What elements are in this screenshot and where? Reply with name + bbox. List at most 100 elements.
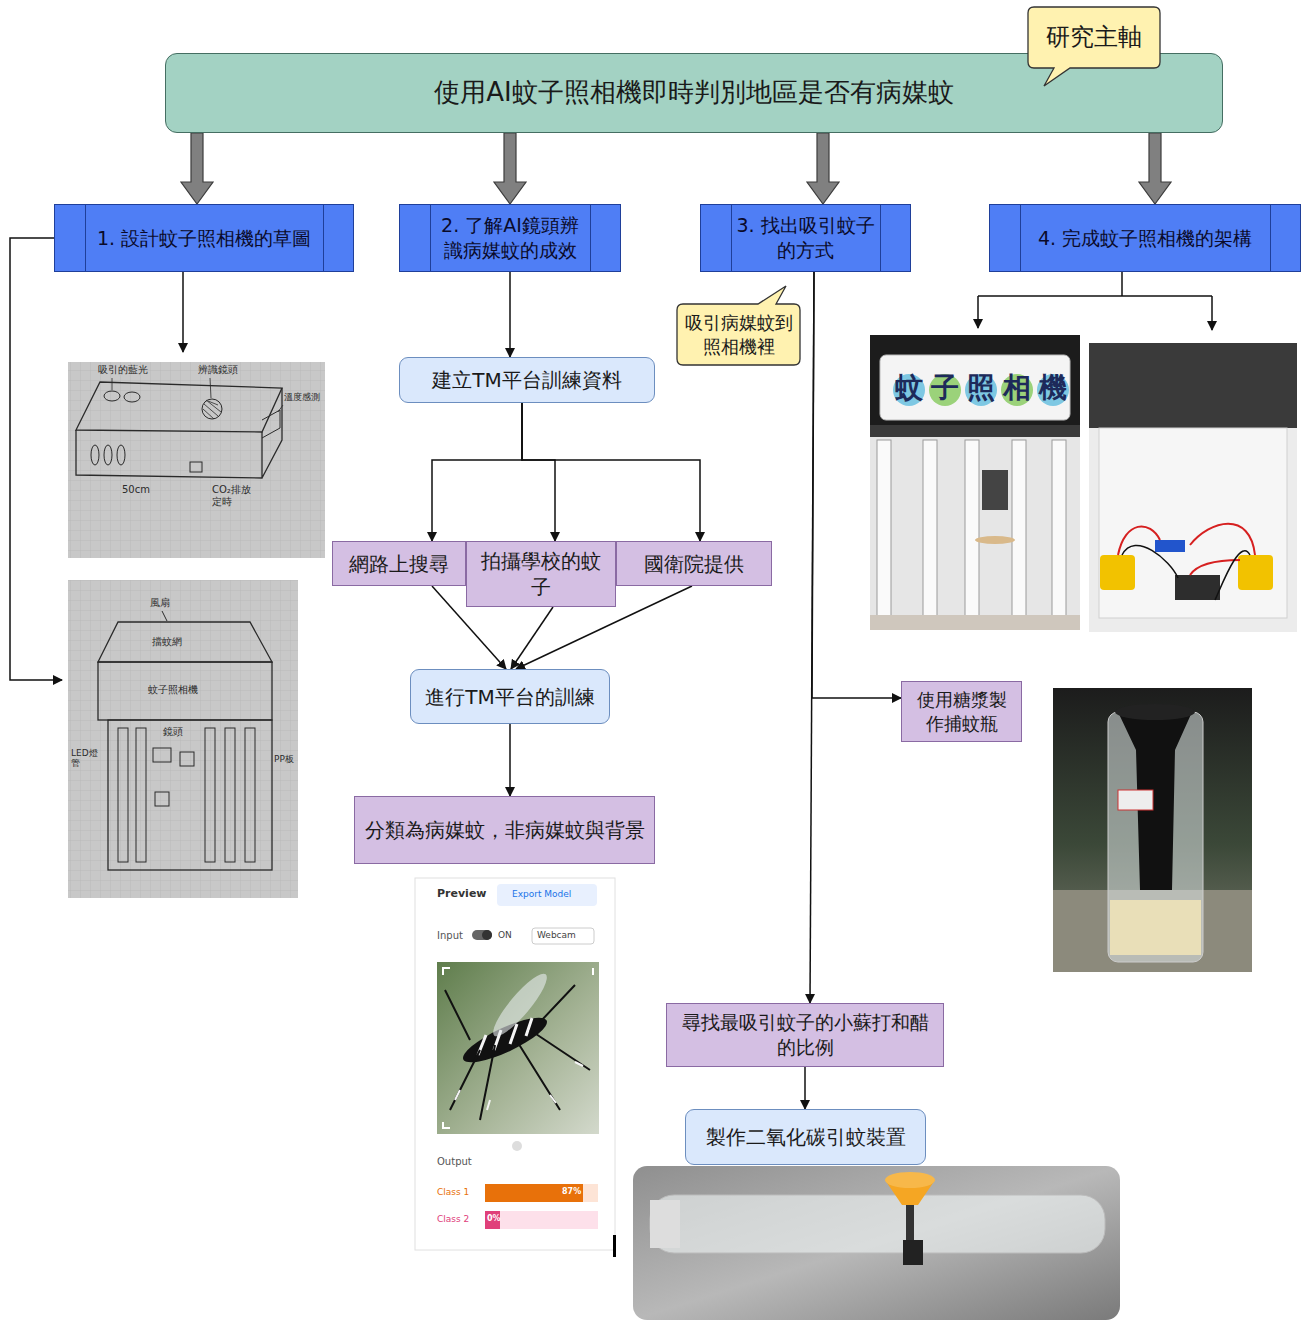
teachable-machine-screenshot-part	[485, 1184, 583, 1202]
annotation-label: 50cm	[122, 484, 150, 496]
teachable-machine-screenshot-part	[455, 1062, 583, 1110]
annotation-label: PP板	[274, 754, 294, 764]
annotation-label: Webcam	[537, 930, 576, 940]
teachable-machine-screenshot-part	[485, 1211, 598, 1229]
sketch-drawing-part	[205, 728, 215, 862]
step-box: 製作二氧化碳引蚊裝置	[685, 1109, 926, 1165]
sketch-drawing-part	[91, 445, 99, 465]
callout-outline	[677, 286, 800, 365]
inside-photo-part	[1118, 524, 1255, 575]
annotation-label: 鏡頭	[163, 726, 183, 738]
inside-photo	[1089, 343, 1297, 632]
node-text: 拍攝學校的蚊子	[473, 548, 609, 600]
sketch-drawing-part	[76, 388, 282, 478]
annotation-label: 辨識鏡頭	[198, 364, 238, 376]
inside-photo-part	[1238, 555, 1273, 590]
callout-bubble: 吸引病媒蚊到照相機裡	[677, 304, 800, 365]
jar-photo-part	[1053, 688, 1252, 972]
inside-photo-part	[1155, 540, 1185, 552]
node-text: 網路上搜尋	[349, 551, 449, 577]
annotation-label: Preview	[437, 888, 487, 901]
annotation-label: 風扇	[150, 597, 170, 609]
annotation-label: Export Model	[512, 889, 571, 899]
block-arrow	[494, 133, 526, 204]
step-box: 進行TM平台的訓練	[410, 669, 610, 724]
sketch-drawing-part	[104, 445, 112, 465]
result-box: 尋找最吸引蚊子的小蘇打和醋的比例	[666, 1003, 944, 1067]
camera-photo-part	[982, 470, 1008, 510]
flow-arrow	[810, 272, 814, 1003]
annotation-label: 蚊子照相機	[148, 684, 198, 696]
camera-photo-part	[870, 615, 1080, 630]
teachable-machine-screenshot-part	[532, 928, 594, 944]
node-text: 使用糖漿製作捕蚊瓶	[908, 688, 1015, 735]
co2-device-photo	[633, 1166, 1120, 1320]
sketch-drawing-part	[155, 792, 169, 806]
node-text: 分類為病媒蚊，非病媒蚊與背景	[365, 817, 645, 843]
sketch-drawing-part	[136, 728, 146, 862]
jar-photo-part	[1108, 712, 1203, 962]
result-box: 網路上搜尋	[332, 541, 466, 586]
leader-lines-part	[978, 295, 1212, 297]
leader-lines-part	[1211, 296, 1213, 330]
block-arrow	[807, 133, 839, 204]
process-side-bar	[731, 205, 732, 271]
annotation-label: 蚊子照相機	[895, 372, 1075, 404]
process-side-bar	[590, 205, 591, 271]
step-box: 建立TM平台訓練資料	[399, 357, 655, 403]
sketch-drawing-part	[68, 362, 325, 558]
co2-device-photo-part	[650, 1200, 680, 1248]
sketch-drawing-part	[262, 410, 280, 438]
annotation-label: 87%	[562, 1187, 581, 1196]
sketch-drawing-part	[153, 748, 171, 762]
sketch-drawing-part	[124, 392, 140, 402]
jar-photo	[1053, 688, 1252, 972]
callout-outline	[1028, 7, 1160, 86]
camera-photo-part	[877, 440, 891, 618]
teachable-machine-screenshot-part	[487, 968, 554, 1042]
process-box: 3. 找出吸引蚊子的方式	[700, 204, 911, 272]
co2-device-photo-part	[633, 1166, 1120, 1320]
jar-photo-part	[1118, 790, 1153, 810]
annotation-label: 0%	[487, 1214, 501, 1223]
camera-photo-part	[1052, 440, 1066, 618]
teachable-machine-screenshot-part	[497, 884, 597, 906]
annotation-label: LED燈管	[71, 748, 103, 769]
sketch-drawing-part	[76, 382, 282, 432]
sketch-drawing-part	[203, 400, 221, 419]
process-box: 4. 完成蚊子照相機的架構	[989, 204, 1301, 272]
process-side-bar	[323, 205, 324, 271]
node-text: 研究主軸	[1046, 22, 1142, 53]
camera-photo-part	[870, 335, 1080, 630]
sketch-drawing-part	[68, 580, 298, 898]
leader-lines	[10, 238, 1212, 680]
sketch-drawing	[68, 580, 298, 898]
callout-bubble: 研究主軸	[1028, 7, 1160, 68]
co2-device-photo-part	[650, 1195, 1105, 1253]
co2-device-photo-part	[885, 1172, 935, 1188]
flow-arrow	[509, 272, 511, 357]
node-text: 國衛院提供	[644, 551, 744, 577]
teachable-machine-screenshot-part	[485, 1184, 598, 1202]
node-text: 建立TM平台訓練資料	[432, 367, 621, 393]
process-side-bar	[880, 205, 881, 271]
flow-arrow	[511, 607, 553, 669]
teachable-machine-screenshot-part	[482, 930, 492, 940]
sketch-drawing-part	[162, 611, 167, 621]
inside-photo-part	[1089, 343, 1297, 428]
co2-device-photo-part	[903, 1240, 923, 1265]
leader-lines-part	[182, 272, 184, 352]
sketch-drawing-part	[245, 728, 255, 862]
flow-arrow	[804, 1067, 806, 1109]
node-text: 2. 了解AI鏡頭辨識病媒蚊的成效	[434, 213, 586, 262]
flow-arrow	[522, 403, 700, 541]
camera-photo-part	[965, 440, 979, 618]
process-side-bar	[1270, 205, 1271, 271]
node-text: 使用AI蚊子照相機即時判別地區是否有病媒蚊	[434, 76, 953, 110]
annotation-label: Input	[437, 930, 463, 942]
sketch-drawing-part	[202, 399, 222, 419]
sketch-drawing-part	[68, 580, 298, 898]
camera-photo	[870, 335, 1080, 630]
camera-photo-part	[975, 536, 1015, 544]
